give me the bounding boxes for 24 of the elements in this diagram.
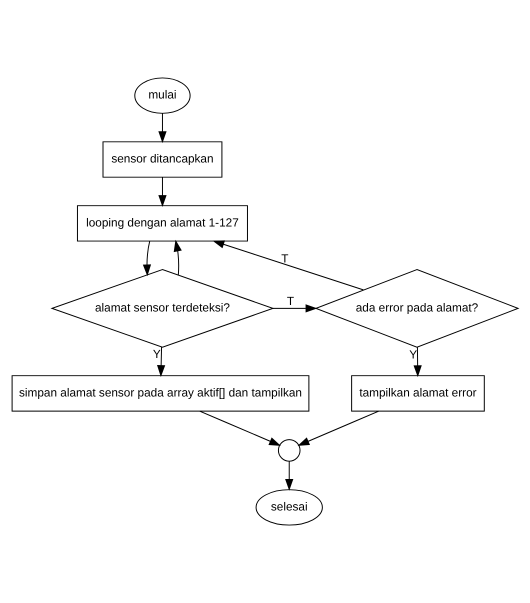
node-box: looping dengan alamat 1-127: [76, 205, 248, 242]
node-diamond: alamat sensor terdeteksi?: [50, 269, 274, 348]
node-diamond: ada error pada alamat?: [314, 269, 520, 348]
arrow: [157, 346, 166, 377]
arrow: [272, 304, 318, 313]
arrow: [298, 410, 380, 446]
arrow: [414, 346, 422, 378]
arrow: [174, 240, 182, 276]
arrow: [142, 240, 152, 276]
edge-label: T: [286, 295, 294, 308]
node-ellipse: selesai: [256, 489, 323, 526]
edge-label: T: [281, 252, 289, 266]
node-box: sensor ditancapkan: [102, 141, 222, 178]
edge-label: Y: [409, 348, 418, 362]
arrow: [158, 113, 167, 144]
arrow: [158, 176, 167, 207]
node-box: tampilkan alamat error: [351, 375, 485, 412]
node-box: simpan alamat sensor pada array aktif[] dan tampilkan: [12, 375, 310, 412]
arrow: [212, 240, 364, 290]
node-ellipse: mulai: [134, 77, 191, 114]
arrow: [285, 460, 294, 491]
node-circle: [278, 439, 301, 462]
arrow: [199, 410, 281, 446]
edge-label: Y: [152, 348, 161, 362]
